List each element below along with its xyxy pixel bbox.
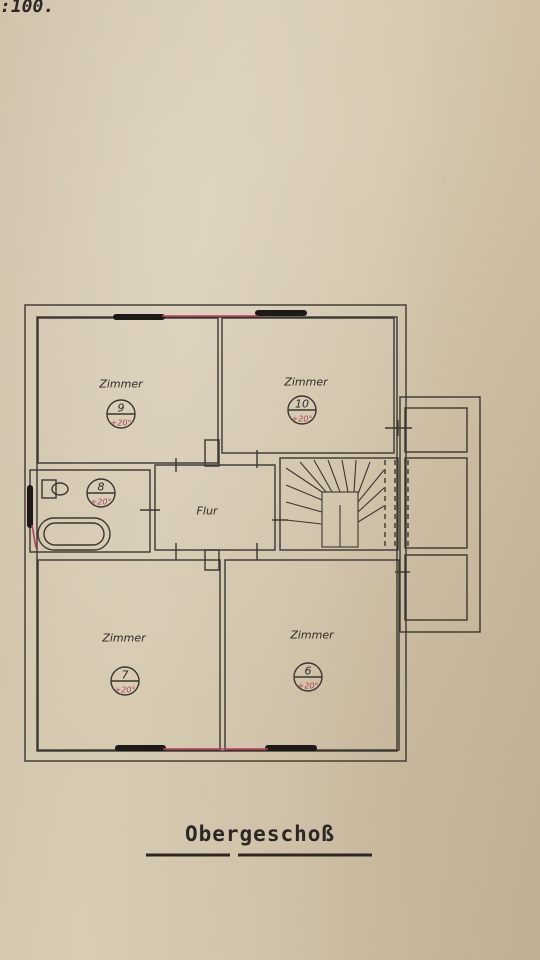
room-10-number: 10 bbox=[295, 397, 309, 411]
room-10-temp: +20° bbox=[291, 414, 313, 424]
chimney-bottom bbox=[204, 549, 220, 571]
wall-room-7 bbox=[37, 559, 221, 751]
room-7-number: 7 bbox=[121, 668, 129, 682]
chimney-top bbox=[204, 439, 220, 467]
room-8-number: 8 bbox=[97, 480, 105, 494]
room-10-label: Zimmer bbox=[284, 375, 328, 389]
room-9-number: 9 bbox=[117, 401, 125, 415]
room-7-label: Zimmer bbox=[102, 631, 146, 645]
bathtub bbox=[37, 517, 111, 551]
outer-wall-inner bbox=[36, 316, 398, 752]
room-7-temp: +20° bbox=[114, 685, 136, 695]
toilet bbox=[41, 479, 69, 499]
room-9-label: Zimmer bbox=[99, 377, 143, 391]
wall-annex-outer bbox=[399, 396, 481, 633]
wall-room-9 bbox=[37, 317, 219, 464]
room-6-temp: +20° bbox=[297, 681, 319, 691]
flur-label: Flur bbox=[196, 504, 218, 518]
room-8-temp: +20° bbox=[90, 497, 112, 507]
wall-annex-room-b bbox=[404, 457, 468, 549]
wall-room-8 bbox=[29, 469, 151, 553]
floor-title: Obergeschoß bbox=[184, 822, 336, 846]
wall-room-6 bbox=[224, 559, 400, 751]
heating-pipes bbox=[31, 315, 268, 750]
wall-annex-room-a bbox=[404, 407, 468, 453]
wall-annex-room-c bbox=[404, 554, 468, 621]
room-9-temp: +20° bbox=[110, 418, 132, 428]
radiators bbox=[27, 310, 317, 751]
wall-room-10 bbox=[221, 317, 395, 454]
room-6-number: 6 bbox=[304, 664, 312, 678]
outer-wall-outer bbox=[24, 304, 407, 762]
staircase bbox=[285, 459, 385, 548]
room-6-label: Zimmer bbox=[290, 628, 334, 642]
scale-label-fragment: :100. bbox=[0, 0, 55, 17]
wall-stairwell bbox=[279, 457, 399, 551]
